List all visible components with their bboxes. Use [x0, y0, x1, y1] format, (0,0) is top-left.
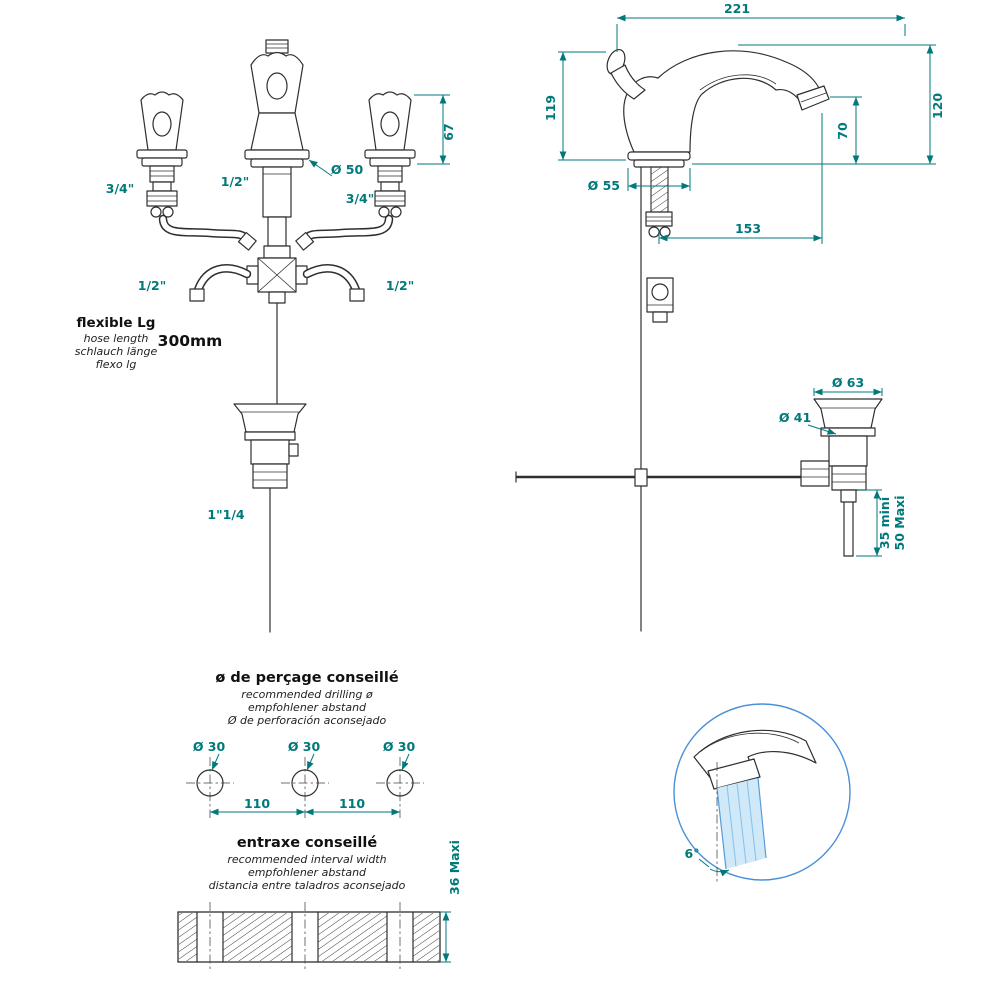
drilling-sub-es: Ø de perforación aconsejado — [227, 714, 387, 727]
interval-de: empfohlener abstand — [248, 866, 367, 879]
label-center-size: 1/2" — [221, 174, 249, 189]
label-spout-height: 120 — [930, 93, 945, 119]
front-dimensions — [308, 94, 450, 177]
label-flexible-title: flexible Lg — [77, 315, 156, 331]
label-spacing-1: 110 — [244, 796, 270, 811]
label-drain-flange-dia: Ø 63 — [832, 375, 864, 390]
side-faucet-body — [606, 48, 830, 168]
side-drain — [800, 398, 883, 557]
label-right-valve-size: 3/4" — [346, 191, 374, 206]
angle-detail: 6° — [673, 703, 851, 882]
front-drain — [233, 403, 307, 633]
label-flexible-en: hose length — [84, 332, 149, 345]
label-left-hose-size: 1/2" — [138, 278, 166, 293]
label-flexible-de: schlauch länge — [75, 345, 158, 358]
label-left-valve-size: 3/4" — [106, 181, 134, 196]
drilling-template: ø de perçage conseillé recommended drill… — [177, 670, 462, 972]
drilling-sub-en: recommended drilling ø — [241, 688, 373, 701]
label-hole-dia-2: Ø 30 — [288, 739, 321, 754]
countertop-section — [177, 902, 441, 972]
interval-title: entraxe conseillé — [237, 835, 378, 851]
label-drain-plug-dia: Ø 41 — [779, 410, 811, 425]
label-spout-base-dia: Ø 50 — [331, 162, 364, 177]
side-popup-rod — [515, 166, 806, 632]
interval-en: recommended interval width — [227, 853, 386, 866]
detail-circle — [673, 703, 851, 881]
water-stream — [716, 777, 767, 870]
front-left-valve — [136, 91, 257, 251]
side-supply — [645, 166, 674, 323]
front-right-valve — [295, 91, 416, 251]
side-view: 221 119 120 70 Ø 55 153 Ø 63 Ø 41 35 min… — [515, 1, 945, 632]
label-spacing-2: 110 — [339, 796, 365, 811]
label-overall-width: 221 — [724, 1, 750, 16]
label-drain-min: 35 mini — [877, 497, 892, 549]
drilling-sub-de: empfohlener abstand — [248, 701, 367, 714]
label-stream-angle: 6° — [685, 846, 700, 861]
front-center-spout — [189, 39, 365, 405]
label-side-handle-height: 119 — [543, 95, 558, 121]
label-hole-dia-3: Ø 30 — [383, 739, 416, 754]
label-flexible-es: flexo lg — [96, 358, 137, 371]
label-drain-size: 1"1/4 — [207, 507, 244, 522]
label-spout-reach: 153 — [735, 221, 761, 236]
drill-holes — [186, 753, 424, 818]
interval-es: distancia entre taladros aconsejado — [209, 879, 406, 892]
label-right-hose-size: 1/2" — [386, 278, 414, 293]
label-handle-height: 67 — [441, 123, 456, 140]
label-hole-dia-1: Ø 30 — [193, 739, 226, 754]
front-view: 3/4" 1/2" Ø 50 3/4" 67 1/2" 1/2" flexibl… — [75, 39, 456, 633]
label-outlet-height: 70 — [835, 122, 850, 140]
detail-spout-tip — [693, 729, 817, 790]
label-thickness: 36 Maxi — [447, 840, 462, 895]
thickness-dimension — [440, 911, 451, 963]
label-flexible-value: 300mm — [158, 332, 223, 350]
label-base-dia: Ø 55 — [588, 178, 620, 193]
side-dimensions — [558, 14, 936, 557]
drilling-title: ø de perçage conseillé — [215, 670, 399, 686]
label-drain-max: 50 Maxi — [892, 496, 907, 551]
